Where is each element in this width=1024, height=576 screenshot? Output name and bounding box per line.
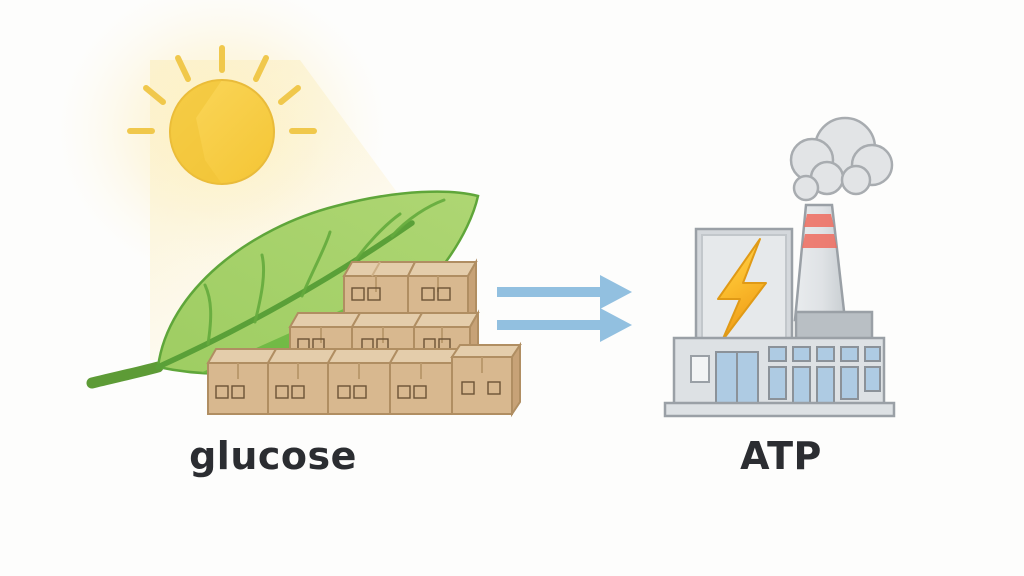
arrow-bottom bbox=[497, 308, 632, 342]
conversion-arrows bbox=[497, 275, 632, 342]
sun-rays bbox=[127, 45, 317, 134]
power-block bbox=[694, 227, 794, 346]
smoke-cloud-icon bbox=[789, 116, 894, 202]
leaf-midrib bbox=[155, 220, 415, 370]
leaf-veins bbox=[203, 198, 446, 346]
box bbox=[206, 348, 278, 415]
factory-body bbox=[672, 336, 886, 406]
arrow-top bbox=[497, 275, 632, 309]
factory-windows-small bbox=[768, 346, 881, 362]
box bbox=[450, 341, 522, 418]
stack-band bbox=[802, 234, 837, 248]
wall-panel bbox=[690, 355, 710, 383]
box bbox=[326, 348, 400, 415]
sun-icon bbox=[127, 45, 317, 185]
leaf-stem bbox=[86, 361, 164, 389]
factory-base-plinth bbox=[663, 401, 896, 418]
factory-icon bbox=[663, 116, 896, 418]
box bbox=[388, 348, 462, 415]
factory-door bbox=[715, 351, 759, 405]
glucose-label: glucose bbox=[189, 434, 357, 478]
box bbox=[266, 348, 338, 415]
stack-band bbox=[804, 214, 834, 227]
sun-shade bbox=[170, 80, 222, 184]
cardboard-boxes-icon bbox=[206, 258, 522, 418]
atp-label: ATP bbox=[740, 434, 822, 478]
smokestack bbox=[793, 203, 847, 322]
